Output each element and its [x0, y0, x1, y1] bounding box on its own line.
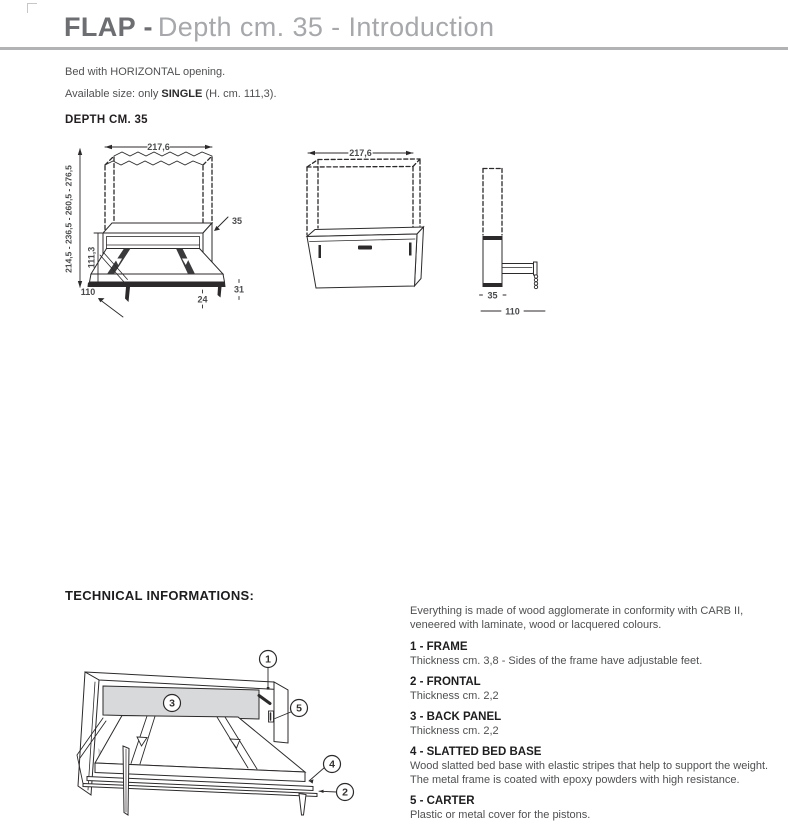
page-title-product: FLAP - [64, 12, 153, 42]
technical-intro: Everything is made of wood agglomerate i… [410, 605, 744, 631]
page-corner-mark [27, 3, 37, 13]
drawing-side-view [479, 167, 546, 312]
intro-line-size: Available size: only SINGLE (H. cm. 111,… [65, 88, 277, 100]
tech-item-desc: Thickness cm. 3,8 - Sides of the frame h… [410, 655, 703, 667]
technical-section-heading: TECHNICAL INFORMATIONS: [65, 588, 255, 603]
tech-item-desc: Thickness cm. 2,2 [410, 725, 499, 737]
dim-side-open-depth: 110 [505, 307, 520, 317]
dim-open-width: 217,6 [147, 142, 170, 152]
tech-item-slatted-bed-base: 4 - SLATTED BED BASE Wood slatted bed ba… [410, 745, 772, 787]
dim-base-height: 31 [234, 285, 244, 295]
tech-item-desc: Thickness cm. 2,2 [410, 690, 499, 702]
dim-side-depth: 35 [487, 291, 497, 301]
page-title-subtitle: Depth cm. 35 - Introduction [157, 12, 495, 42]
callout-3-circle [162, 693, 182, 713]
callout-3-number: 3 [169, 698, 175, 710]
tech-item-title: 1 - FRAME [410, 641, 468, 653]
callout-4-circle [322, 754, 342, 774]
depth-section-heading: DEPTH CM. 35 [65, 114, 148, 126]
callout-2-number: 2 [342, 787, 348, 799]
dim-total-heights: 214,5 - 236,5 - 260,5 - 276,5 [64, 165, 74, 273]
tech-item-carter: 5 - CARTER Plastic or metal cover for th… [410, 794, 772, 822]
tech-item-desc: Wood slatted bed base with elastic strip… [410, 760, 769, 786]
tech-item-title: 4 - SLATTED BED BASE [410, 746, 542, 758]
tech-item-title: 2 - FRONTAL [410, 676, 481, 688]
dimension-drawings: 217,6 214,5 - 236,5 - 260,5 - 276,5 111,… [64, 142, 546, 318]
header-divider [0, 47, 788, 50]
technical-text-column: Everything is made of wood agglomerate i… [410, 604, 772, 829]
tech-item-title: 3 - BACK PANEL [410, 711, 502, 723]
callout-2-circle [335, 782, 355, 802]
dim-leg-offset: 24 [197, 295, 207, 305]
drawing-open-bed-view [77, 144, 240, 318]
callout-5-circle [289, 698, 309, 718]
dim-open-height: 111,3 [87, 247, 97, 269]
dim-closed-width: 217,6 [349, 148, 372, 158]
callout-4-number: 4 [329, 759, 335, 771]
tech-item-desc: Plastic or metal cover for the pistons. [410, 809, 591, 821]
tech-item-frontal: 2 - FRONTAL Thickness cm. 2,2 [410, 675, 772, 703]
dim-cabinet-depth: 35 [232, 216, 242, 226]
intro-line-opening: Bed with HORIZONTAL opening. [65, 66, 226, 78]
callout-1-number: 1 [265, 654, 271, 666]
tech-item-back-panel: 3 - BACK PANEL Thickness cm. 2,2 [410, 710, 772, 738]
drawing-closed-cabinet-view [305, 150, 425, 289]
callout-1-circle [258, 649, 278, 669]
technical-callout-drawing: 1 5 3 4 2 [76, 649, 355, 816]
page-title: FLAP -Depth cm. 35 - Introduction [64, 12, 494, 43]
dim-open-depth: 110 [81, 287, 96, 297]
tech-item-frame: 1 - FRAME Thickness cm. 3,8 - Sides of t… [410, 640, 772, 668]
callout-5-number: 5 [296, 703, 302, 715]
tech-item-title: 5 - CARTER [410, 795, 475, 807]
